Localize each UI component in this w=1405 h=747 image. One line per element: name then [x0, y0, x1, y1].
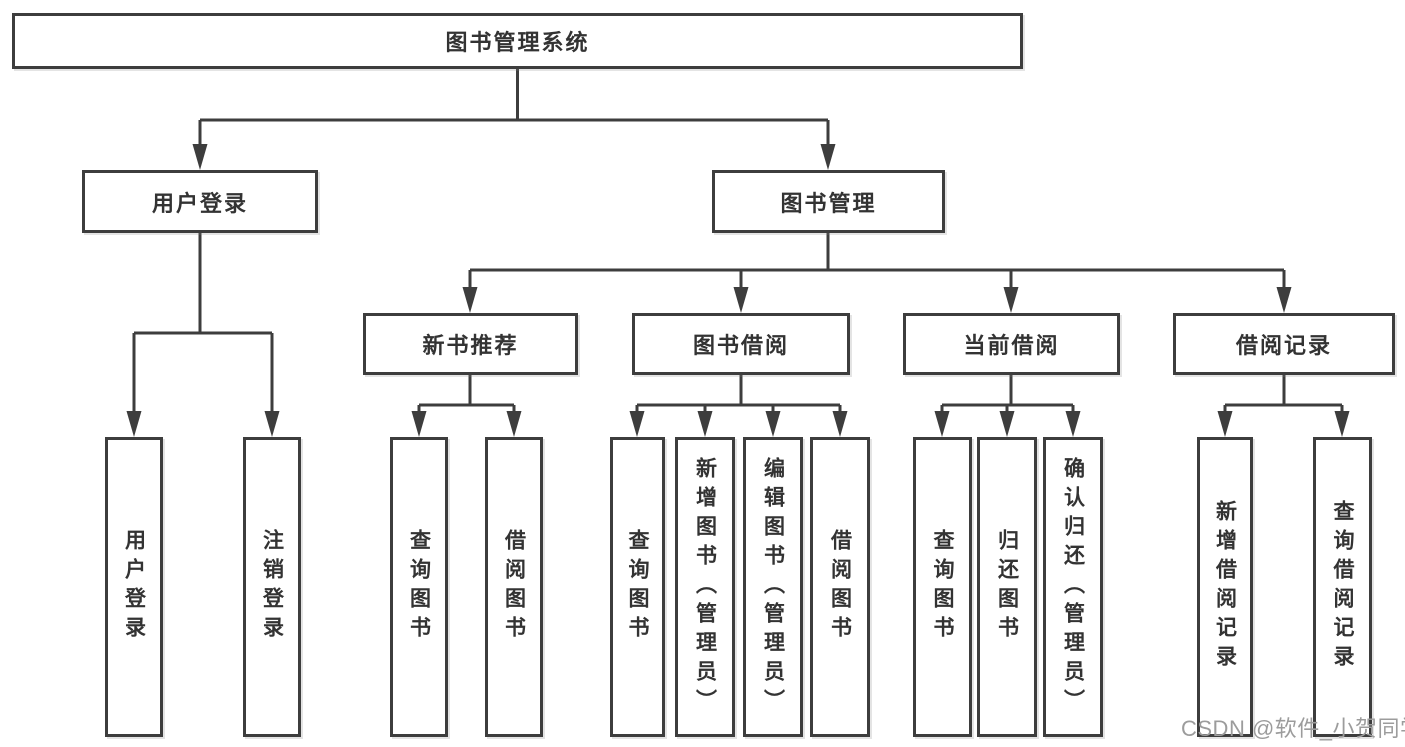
leaf-query-books-recommend: 查询图书	[390, 437, 448, 737]
leaf-add-books-admin-label: 新增图书（管理员）	[693, 456, 717, 718]
leaf-query-books-recommend-label: 查询图书	[407, 529, 431, 645]
leaf-return-books: 归还图书	[977, 437, 1037, 737]
node-new-book-recommend: 新书推荐	[363, 313, 578, 375]
leaf-logout-login: 注销登录	[243, 437, 301, 737]
node-borrowing-records: 借阅记录	[1173, 313, 1395, 375]
leaf-query-borrow-record-label: 查询借阅记录	[1331, 500, 1354, 674]
node-book-management-label: 图书管理	[780, 190, 877, 216]
node-book-borrowing-label: 图书借阅	[692, 333, 789, 358]
leaf-query-borrow-record: 查询借阅记录	[1313, 437, 1372, 737]
leaf-return-books-label: 归还图书	[995, 529, 1019, 645]
node-root: 图书管理系统	[12, 13, 1023, 69]
leaf-borrow-books-borrowing: 借阅图书	[810, 437, 870, 737]
leaf-logout-login-label: 注销登录	[260, 529, 284, 645]
leaf-confirm-return-admin-label: 确认归还（管理员）	[1061, 456, 1085, 718]
node-book-management: 图书管理	[712, 170, 945, 233]
leaf-borrow-books-borrowing-label: 借阅图书	[828, 529, 852, 645]
arrowheads	[126, 144, 1350, 437]
leaf-user-login-label: 用户登录	[122, 529, 146, 645]
leaf-user-login: 用户登录	[105, 437, 163, 737]
leaf-add-borrow-record-label: 新增借阅记录	[1213, 500, 1237, 674]
leaf-borrow-books-recommend-label: 借阅图书	[502, 529, 526, 645]
leaf-query-books-current-label: 查询图书	[931, 529, 954, 645]
node-borrowing-records-label: 借阅记录	[1235, 333, 1332, 358]
node-user-login: 用户登录	[82, 170, 318, 233]
leaf-edit-books-admin: 编辑图书（管理员）	[743, 437, 803, 737]
leaf-query-books-borrowing-label: 查询图书	[626, 529, 649, 645]
leaf-confirm-return-admin: 确认归还（管理员）	[1043, 437, 1103, 737]
node-user-login-label: 用户登录	[151, 190, 248, 216]
node-root-label: 图书管理系统	[445, 30, 590, 55]
node-book-borrowing: 图书借阅	[632, 313, 850, 375]
leaf-add-borrow-record: 新增借阅记录	[1197, 437, 1253, 737]
csdn-watermark: CSDN @软件_小贺同学	[1181, 716, 1405, 741]
leaf-borrow-books-recommend: 借阅图书	[485, 437, 543, 737]
leaf-query-books-current: 查询图书	[913, 437, 972, 737]
node-new-book-recommend-label: 新书推荐	[422, 333, 519, 358]
leaf-add-books-admin: 新增图书（管理员）	[675, 437, 735, 737]
node-current-borrowing: 当前借阅	[903, 313, 1120, 375]
leaf-edit-books-admin-label: 编辑图书（管理员）	[761, 456, 785, 718]
leaf-query-books-borrowing: 查询图书	[610, 437, 665, 737]
node-current-borrowing-label: 当前借阅	[963, 333, 1060, 358]
